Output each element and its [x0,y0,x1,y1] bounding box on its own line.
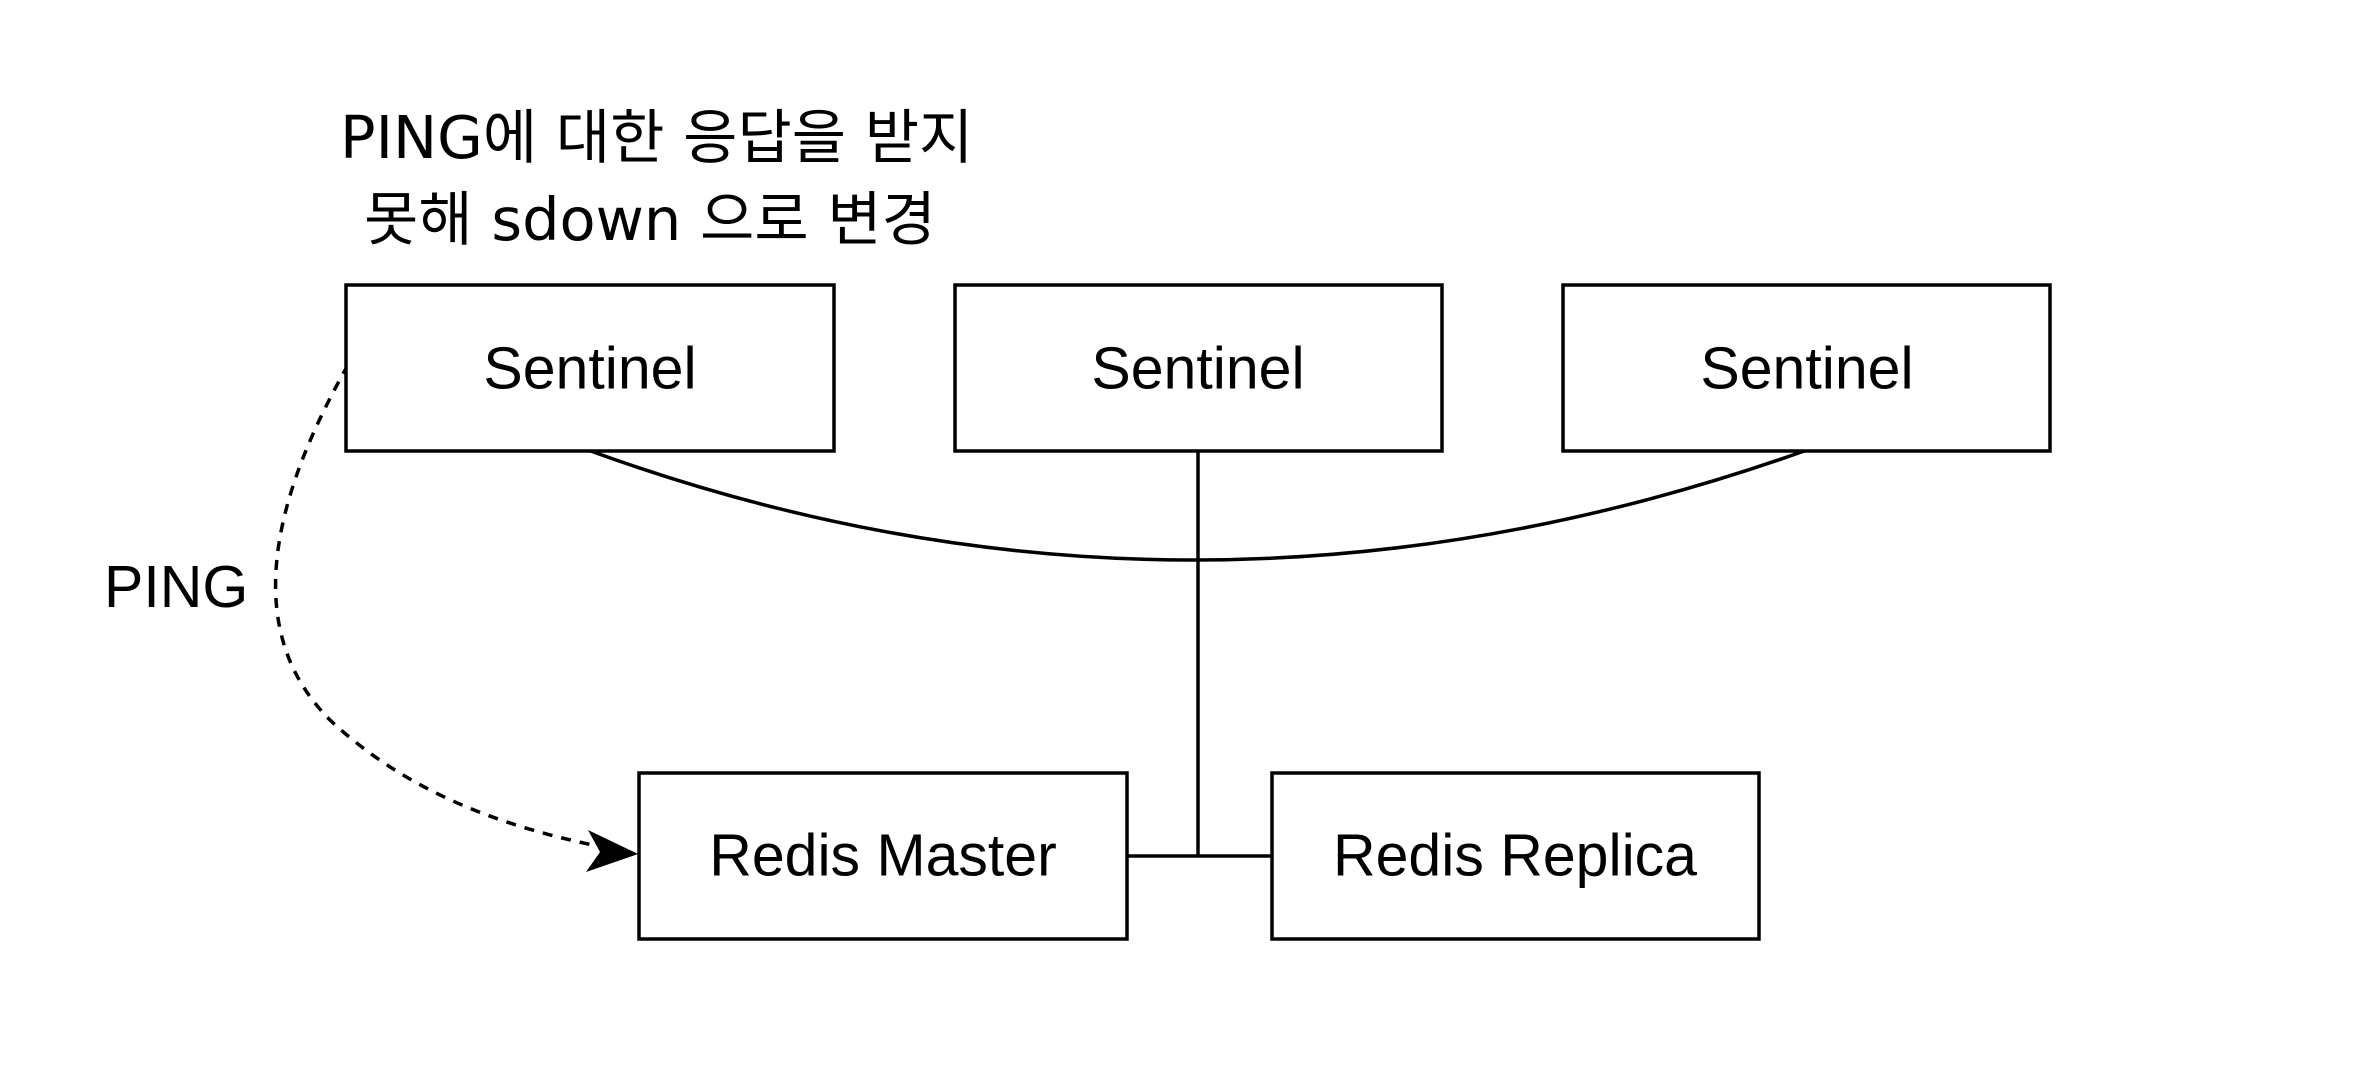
sentinel-node-1-box [344,283,836,453]
sdown-annotation-line1: PING에 대한 응답을 받지 [340,103,973,172]
redis-replica-node[interactable]: Redis Replica [1270,771,1761,941]
sentinel-node-3[interactable]: Sentinel [1561,283,2052,453]
sentinel-node-2[interactable]: Sentinel [953,283,1444,453]
ping-label: PING [104,554,248,620]
sentinel-node-2-label: Sentinel [1091,336,1304,402]
sentinel-node-3-box [1561,283,2052,453]
ping-arrowhead-icon [586,830,638,872]
redis-replica-box [1270,771,1761,941]
redis-master-box [637,771,1129,941]
sentinel-node-1-label: Sentinel [483,336,696,402]
sdown-annotation-line2: 못해 sdown 으로 변경 [364,185,936,254]
sentinel-node-2-box [953,283,1444,453]
redis-replica-label: Redis Replica [1333,823,1697,889]
redis-master-label: Redis Master [709,823,1057,889]
sentinel-link-curve [587,448,1808,562]
ping-arrow [273,364,619,852]
sentinel-node-3-label: Sentinel [1700,336,1913,402]
redis-master-node[interactable]: Redis Master [637,771,1129,941]
sentinel-node-1[interactable]: Sentinel [344,283,836,453]
